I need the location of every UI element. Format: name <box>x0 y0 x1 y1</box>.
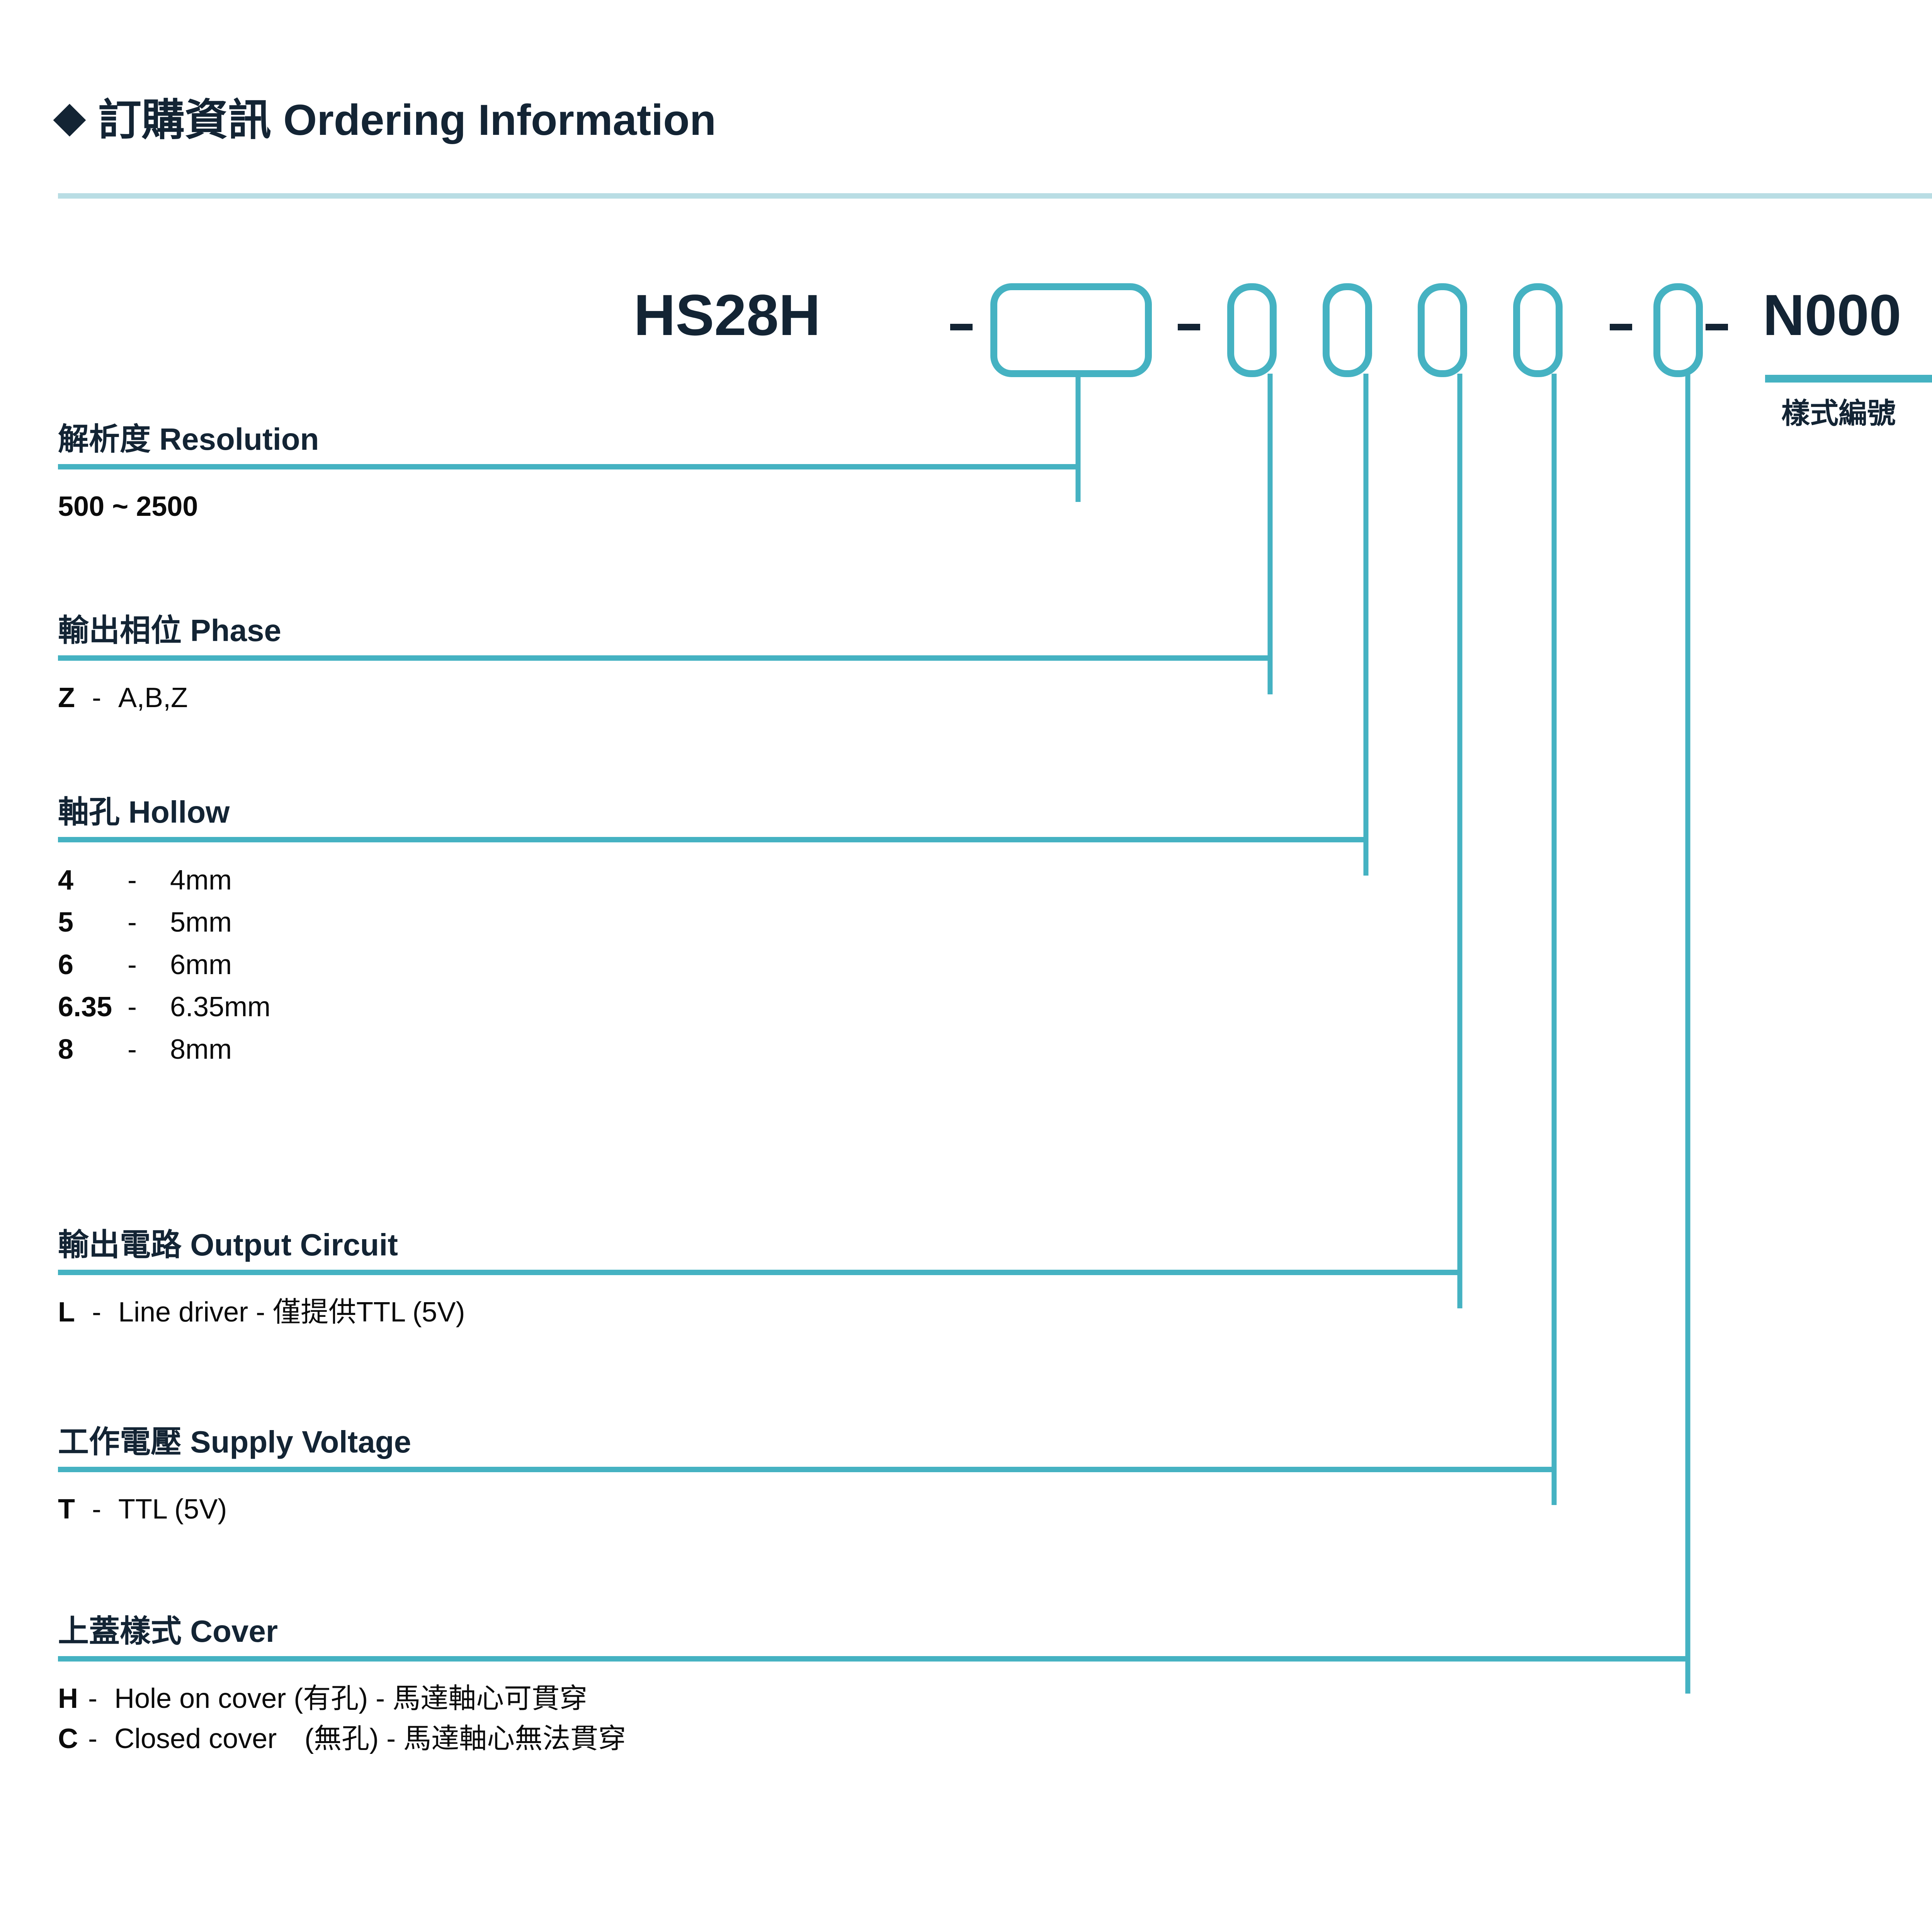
page-title: 訂購資訊 Ordering Information <box>98 96 716 144</box>
option-code-output-l: L <box>58 1297 75 1328</box>
section-divider-resolution <box>58 464 1078 469</box>
section-divider-output-circuit <box>58 1270 1460 1275</box>
part-number-dash-4 <box>1706 324 1728 330</box>
hollow-code-8: 8 <box>58 1034 74 1065</box>
option-desc-supply-t: TTL (5V) <box>118 1494 227 1525</box>
suffix-underline <box>1765 375 1932 383</box>
hollow-row-8: 8 - 8mm <box>58 1029 1366 1071</box>
cover-row-h: H - Hole on cover (有孔) - 馬達軸心可貫穿 <box>58 1679 1688 1719</box>
part-number-box-hollow <box>1323 283 1372 377</box>
section-divider-phase <box>58 655 1270 661</box>
hollow-dash-5: - <box>128 907 137 938</box>
option-code-phase-z: Z <box>58 682 75 713</box>
section-body-output-circuit: L - Line driver - 僅提供TTL (5V) <box>58 1292 1460 1332</box>
section-body-resolution: 500 ~ 2500 <box>58 486 1078 527</box>
section-body-hollow: 4 - 4mm 5 - 5mm 6 - 6mm 6.35 - 6.35mm 8 <box>58 859 1366 1071</box>
option-sep-cover-h: - <box>88 1683 97 1714</box>
option-code-cover-h: H <box>58 1683 78 1714</box>
hollow-code-4: 4 <box>58 865 74 896</box>
cover-row-c: C - Closed cover (無孔) - 馬達軸心無法貫穿 <box>58 1719 1688 1759</box>
hollow-dash-635: - <box>128 992 137 1023</box>
hollow-value-8: 8mm <box>170 1034 232 1065</box>
section-divider-hollow <box>58 837 1366 842</box>
hollow-code-635: 6.35 <box>58 992 112 1023</box>
section-output-circuit: 輸出電路 Output Circuit L - Line driver - 僅提… <box>58 1229 1460 1332</box>
hollow-value-5: 5mm <box>170 907 232 938</box>
hollow-code-6: 6 <box>58 949 74 980</box>
section-divider-cover <box>58 1656 1688 1662</box>
hollow-row-4: 4 - 4mm <box>58 859 1366 901</box>
section-title-resolution: 解析度 Resolution <box>58 422 319 456</box>
hollow-value-4: 4mm <box>170 865 232 896</box>
hollow-code-5: 5 <box>58 907 74 938</box>
option-desc-phase-z: A,B,Z <box>118 682 188 713</box>
hollow-value-6: 6mm <box>170 949 232 980</box>
section-title-hollow: 軸孔 Hollow <box>58 795 230 829</box>
section-title-cover: 上蓋樣式 Cover <box>58 1614 278 1648</box>
part-number-dash-3 <box>1610 324 1632 330</box>
option-desc-cover-c: Closed cover (無孔) - 馬達軸心無法貫穿 <box>114 1723 626 1755</box>
hollow-value-635: 6.35mm <box>170 992 271 1023</box>
page-header: 訂購資訊 Ordering Information <box>53 96 716 144</box>
option-sep-cover-c: - <box>88 1723 97 1755</box>
part-number-box-output-circuit <box>1418 283 1467 377</box>
hollow-row-5: 5 - 5mm <box>58 901 1366 944</box>
suffix-label-cn: 樣式編號 <box>1781 397 1896 429</box>
part-number-dash-2 <box>1178 324 1200 330</box>
section-body-cover: H - Hole on cover (有孔) - 馬達軸心可貫穿 C - Clo… <box>58 1679 1688 1759</box>
part-number-suffix: N000 <box>1763 282 1901 347</box>
part-number-box-phase <box>1227 283 1277 377</box>
part-number-box-cover <box>1653 283 1703 377</box>
hollow-dash-4: - <box>128 865 137 896</box>
option-desc-cover-h: Hole on cover (有孔) - 馬達軸心可貫穿 <box>114 1683 588 1714</box>
section-cover: 上蓋樣式 Cover H - Hole on cover (有孔) - 馬達軸心… <box>58 1615 1688 1759</box>
section-body-supply-voltage: T - TTL (5V) <box>58 1489 1554 1529</box>
hollow-dash-8: - <box>128 1034 137 1065</box>
hollow-row-635: 6.35 - 6.35mm <box>58 986 1366 1028</box>
section-phase: 輸出相位 Phase Z - A,B,Z <box>58 614 1270 718</box>
part-number-box-supply-voltage <box>1513 283 1563 377</box>
part-number-box-resolution <box>990 283 1152 377</box>
section-supply-voltage: 工作電壓 Supply Voltage T - TTL (5V) <box>58 1426 1554 1529</box>
section-title-output-circuit: 輸出電路 Output Circuit <box>58 1228 398 1262</box>
part-number-prefix: HS28H <box>634 282 821 347</box>
hollow-row-6: 6 - 6mm <box>58 944 1366 986</box>
option-code-supply-t: T <box>58 1494 75 1525</box>
section-resolution: 解析度 Resolution 500 ~ 2500 <box>58 423 1078 527</box>
section-body-phase: Z - A,B,Z <box>58 678 1270 718</box>
section-title-supply-voltage: 工作電壓 Supply Voltage <box>58 1425 412 1459</box>
part-number-dash-1 <box>950 324 973 330</box>
section-divider-supply-voltage <box>58 1467 1554 1472</box>
hollow-dash-6: - <box>128 949 137 980</box>
section-title-phase: 輸出相位 Phase <box>58 613 281 648</box>
option-value-resolution-range: 500 ~ 2500 <box>58 491 198 522</box>
section-hollow: 軸孔 Hollow 4 - 4mm 5 - 5mm 6 - 6mm 6.35 -… <box>58 796 1366 1071</box>
option-sep-phase-z: - <box>92 682 101 713</box>
option-desc-output-l: Line driver - 僅提供TTL (5V) <box>118 1297 465 1328</box>
option-sep-supply-t: - <box>92 1494 101 1525</box>
option-code-cover-c: C <box>58 1723 78 1755</box>
header-divider <box>58 193 1932 199</box>
option-sep-output-l: - <box>92 1297 101 1328</box>
